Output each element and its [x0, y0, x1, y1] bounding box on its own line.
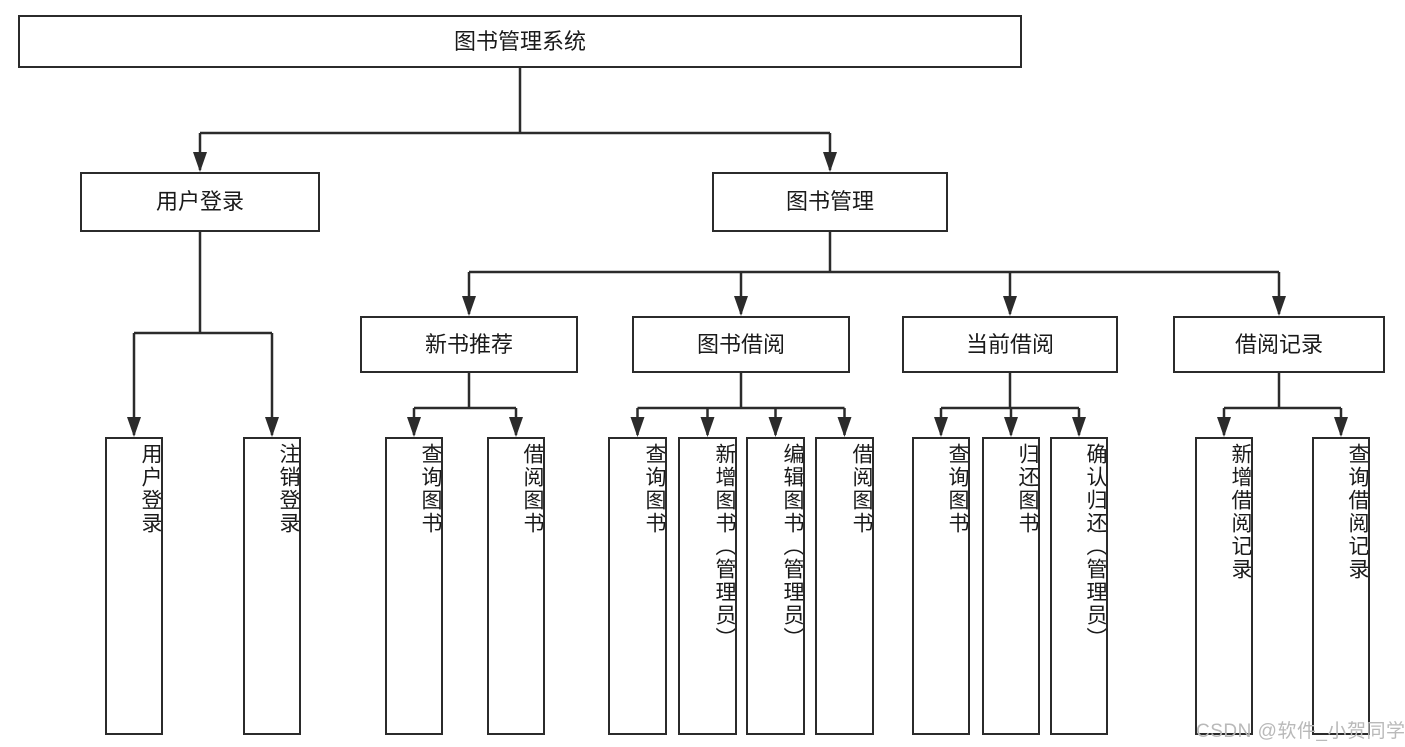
- node-label-leaf-query-book-1: 查询图书: [419, 443, 442, 535]
- edge-arrow-borrow-record: [1272, 296, 1286, 316]
- node-label-leaf-query-book-3: 查询图书: [946, 443, 969, 535]
- edge-arrow-book-manage: [823, 152, 837, 172]
- edge-arrow-leaf-borrow-book-2: [837, 417, 852, 437]
- node-label-borrow-record: 借阅记录: [1234, 331, 1323, 357]
- edge-arrow-current-borrow: [1003, 296, 1017, 316]
- node-leaf-query-book-1[interactable]: 查询图书: [385, 437, 443, 735]
- edge-arrow-book-borrow: [734, 296, 748, 316]
- node-label-book-manage: 图书管理: [785, 189, 874, 215]
- node-leaf-borrow-book-1[interactable]: 借阅图书: [487, 437, 545, 735]
- node-label-leaf-borrow-book-2: 借阅图书: [850, 443, 873, 535]
- node-leaf-add-record[interactable]: 新增借阅记录: [1195, 437, 1253, 735]
- edge-arrow-leaf-logout: [265, 417, 279, 437]
- node-root[interactable]: 图书管理系统: [18, 15, 1022, 68]
- node-leaf-add-book[interactable]: 新增图书（管理员）: [678, 437, 737, 735]
- node-label-leaf-confirm-return: 确认归还（管理员）: [1084, 443, 1107, 650]
- edge-arrow-leaf-user-login: [127, 417, 141, 437]
- node-leaf-query-book-3[interactable]: 查询图书: [912, 437, 970, 735]
- node-new-book-rec[interactable]: 新书推荐: [360, 316, 578, 373]
- node-leaf-query-record[interactable]: 查询借阅记录: [1312, 437, 1370, 735]
- edge-arrow-leaf-query-book-3: [934, 417, 948, 437]
- node-label-leaf-add-record: 新增借阅记录: [1229, 443, 1252, 581]
- node-label-leaf-return-book: 归还图书: [1016, 443, 1039, 535]
- edge-arrow-leaf-return-book: [1004, 417, 1018, 437]
- node-label-user-login: 用户登录: [155, 189, 244, 215]
- node-user-login[interactable]: 用户登录: [80, 172, 320, 232]
- edge-arrow-user-login: [193, 152, 207, 172]
- edge-arrow-leaf-add-record: [1217, 417, 1231, 437]
- edge-arrow-leaf-confirm-return: [1072, 417, 1086, 437]
- node-leaf-user-login[interactable]: 用户登录: [105, 437, 163, 735]
- node-leaf-borrow-book-2[interactable]: 借阅图书: [815, 437, 874, 735]
- node-label-leaf-logout: 注销登录: [277, 443, 300, 535]
- node-label-leaf-edit-book: 编辑图书（管理员）: [781, 443, 804, 650]
- node-label-leaf-query-record: 查询借阅记录: [1346, 443, 1369, 581]
- node-book-borrow[interactable]: 图书借阅: [632, 316, 850, 373]
- node-label-new-book-rec: 新书推荐: [424, 331, 513, 357]
- node-leaf-confirm-return[interactable]: 确认归还（管理员）: [1050, 437, 1108, 735]
- edge-arrow-leaf-query-book-2: [630, 417, 645, 437]
- node-label-leaf-user-login: 用户登录: [139, 443, 162, 535]
- node-leaf-query-book-2[interactable]: 查询图书: [608, 437, 667, 735]
- node-leaf-edit-book[interactable]: 编辑图书（管理员）: [746, 437, 805, 735]
- node-leaf-logout[interactable]: 注销登录: [243, 437, 301, 735]
- edge-arrow-new-book-rec: [462, 296, 476, 316]
- node-leaf-return-book[interactable]: 归还图书: [982, 437, 1040, 735]
- node-label-leaf-add-book: 新增图书（管理员）: [713, 443, 736, 650]
- edge-arrow-leaf-borrow-book-1: [509, 417, 523, 437]
- edge-arrow-leaf-query-record: [1334, 417, 1348, 437]
- node-label-book-borrow: 图书借阅: [696, 331, 785, 357]
- node-label-leaf-borrow-book-1: 借阅图书: [521, 443, 544, 535]
- node-book-manage[interactable]: 图书管理: [712, 172, 948, 232]
- edge-arrow-leaf-add-book: [700, 417, 715, 437]
- node-current-borrow[interactable]: 当前借阅: [902, 316, 1118, 373]
- node-label-leaf-query-book-2: 查询图书: [643, 443, 666, 535]
- edge-arrow-leaf-query-book-1: [407, 417, 421, 437]
- node-label-root: 图书管理系统: [453, 28, 586, 54]
- node-label-current-borrow: 当前借阅: [965, 331, 1054, 357]
- node-borrow-record[interactable]: 借阅记录: [1173, 316, 1385, 373]
- edge-arrow-leaf-edit-book: [768, 417, 783, 437]
